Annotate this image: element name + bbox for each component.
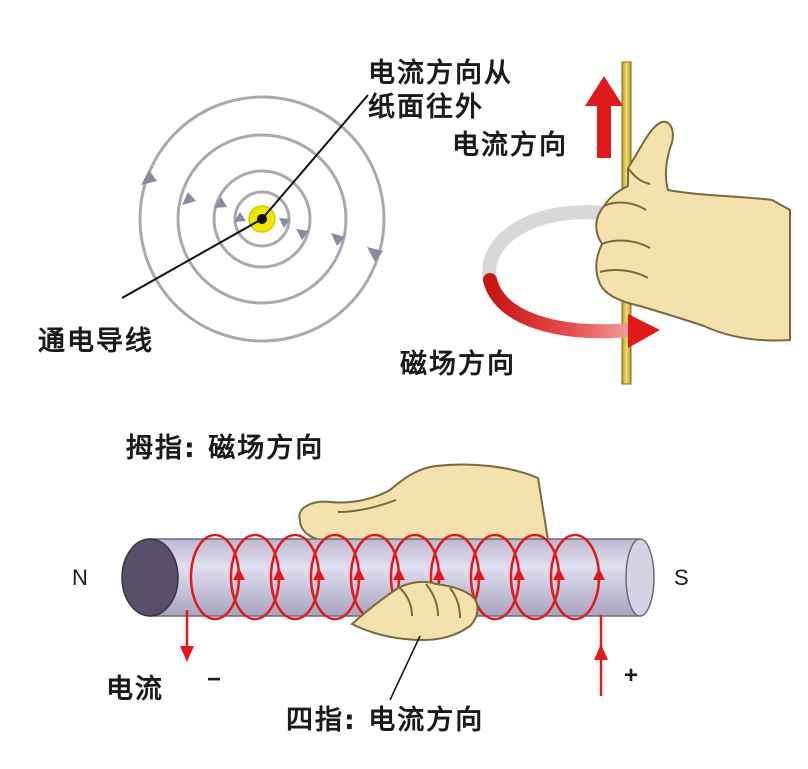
curved-arrow-back: [482, 205, 619, 287]
field-arrows: [141, 170, 383, 262]
label-thumb: 拇指: 磁场方向: [126, 433, 325, 464]
label-current: 电流: [106, 674, 164, 705]
label-minus: −: [207, 666, 222, 693]
label-south: S: [674, 565, 689, 590]
label-current-direction: 电流方向: [452, 130, 568, 161]
label-current-out-line1: 电流方向从: [368, 58, 513, 89]
up-arrow-icon: [585, 76, 623, 158]
fingers-leader-line: [389, 635, 421, 701]
label-field-direction: 磁场方向: [400, 349, 516, 380]
label-fingers: 四指: 电流方向: [286, 705, 485, 736]
label-plus: +: [624, 662, 639, 689]
leader-lines: [121, 94, 369, 299]
coil-arrows: [233, 568, 605, 580]
thumb-hand: [298, 463, 550, 544]
label-north: N: [72, 565, 88, 590]
lead-wire-right: [594, 615, 608, 696]
curved-arrow-icon: [483, 273, 660, 348]
right-hand-grip: [595, 120, 791, 342]
lead-wire-left: [180, 610, 194, 662]
label-wire: 通电导线: [38, 326, 154, 357]
fingers-hand: [350, 580, 479, 642]
label-current-out-line2: 纸面往外: [368, 92, 484, 123]
